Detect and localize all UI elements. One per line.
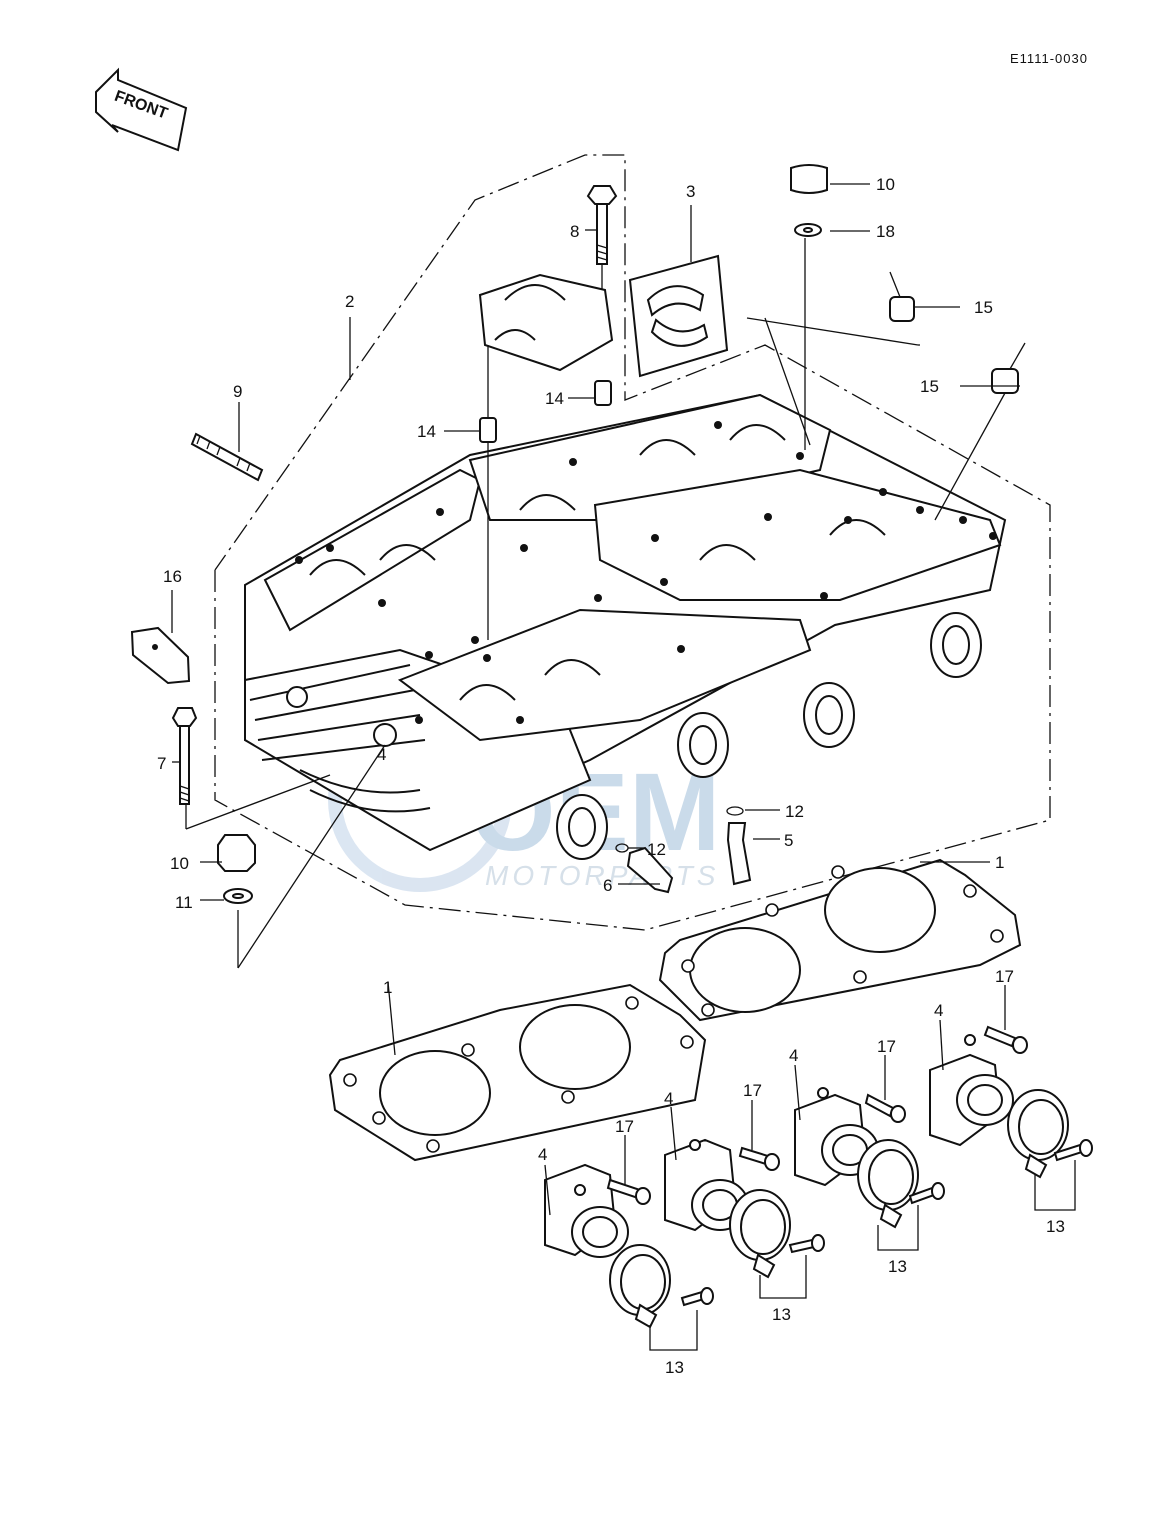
screw-d2: [1053, 1139, 1093, 1162]
clamp-13b: [729, 1189, 791, 1279]
camshaft-cap: [478, 273, 614, 372]
callout-labels: 1 1 2 3 4 4 4 4 4 5 6 7 8 9 10 10 11 12 …: [157, 175, 1065, 1377]
callout-9: 9: [233, 382, 242, 401]
callout-13c: 13: [888, 1257, 907, 1276]
screw-a2: [680, 1287, 714, 1307]
callout-4-head: 4: [377, 745, 386, 764]
clamp-13d: [1007, 1089, 1069, 1179]
intake-ports: [556, 612, 982, 860]
callout-8: 8: [570, 222, 579, 241]
callout-13a: 13: [665, 1358, 684, 1377]
diagram-code: E1111-0030: [1010, 51, 1088, 66]
callout-15-top: 15: [974, 298, 993, 317]
screw-b: [738, 1146, 780, 1171]
washer-11: [223, 888, 253, 904]
callout-18: 18: [876, 222, 895, 241]
holder-4b: [664, 1138, 749, 1232]
bracket-13c: [877, 1205, 919, 1251]
stud-9: [190, 432, 264, 482]
callout-10-top: 10: [876, 175, 895, 194]
watermark-sub: MOTORPARTS: [485, 860, 719, 891]
o-ring-12a: [726, 806, 744, 816]
callout-3: 3: [686, 182, 695, 201]
bracket-13b: [759, 1255, 807, 1299]
callout-7: 7: [157, 754, 166, 773]
washer-18: [794, 223, 822, 237]
callout-5: 5: [784, 831, 793, 850]
callout-6: 6: [603, 876, 612, 895]
callout-15-lower: 15: [920, 377, 939, 396]
callout-12b: 12: [647, 840, 666, 859]
cylinder-head: [244, 393, 1007, 860]
callout-2: 2: [345, 292, 354, 311]
callout-17a: 17: [615, 1117, 634, 1136]
dowel-pin-14b: [479, 417, 497, 443]
assembly-outline: [214, 154, 1051, 931]
screw-c2: [908, 1182, 945, 1205]
clamp-13c: [857, 1139, 919, 1229]
screw-d: [983, 1025, 1028, 1054]
callout-17c: 17: [877, 1037, 896, 1056]
callout-13b: 13: [772, 1305, 791, 1324]
holder-4a: [544, 1163, 629, 1258]
rubber-16: [130, 626, 191, 685]
fitting-6: [626, 846, 674, 894]
callout-4b: 4: [664, 1089, 673, 1108]
callout-4c: 4: [789, 1046, 798, 1065]
gasket-1-left: [328, 983, 707, 1162]
callout-16: 16: [163, 567, 182, 586]
callout-1-right: 1: [995, 853, 1004, 872]
callout-17b: 17: [743, 1081, 762, 1100]
front-arrow-icon: FRONT: [95, 67, 188, 152]
gasket-1-right: [658, 858, 1022, 1022]
callout-13d: 13: [1046, 1217, 1065, 1236]
dowel-pin-14a: [594, 380, 612, 406]
screw-a: [606, 1178, 651, 1205]
clamp-13a: [609, 1244, 671, 1329]
cap-nut-10-lower: [217, 834, 256, 872]
callout-1-left: 1: [383, 978, 392, 997]
callout-14-lower: 14: [417, 422, 436, 441]
bracket-13a: [649, 1310, 698, 1351]
callout-10-lower: 10: [170, 854, 189, 873]
callout-4a: 4: [538, 1145, 547, 1164]
fitting-5: [726, 822, 752, 886]
plug-15a: [889, 271, 915, 322]
callout-14-top: 14: [545, 389, 564, 408]
holder-4d: [929, 1034, 1014, 1147]
bolt-8: [586, 185, 618, 265]
callout-4d: 4: [934, 1001, 943, 1020]
callout-12a: 12: [785, 802, 804, 821]
callout-11: 11: [175, 893, 193, 912]
bolt-7: [171, 707, 198, 805]
callout-17d: 17: [995, 967, 1014, 986]
cap-nut-10-top: [790, 164, 828, 194]
screw-b2: [788, 1234, 825, 1254]
bracket-13d: [1034, 1160, 1076, 1211]
plug-15b: [934, 342, 1026, 521]
leader-lines: [171, 183, 1020, 1216]
screw-c: [864, 1093, 906, 1123]
part-3-inset: [628, 254, 729, 378]
